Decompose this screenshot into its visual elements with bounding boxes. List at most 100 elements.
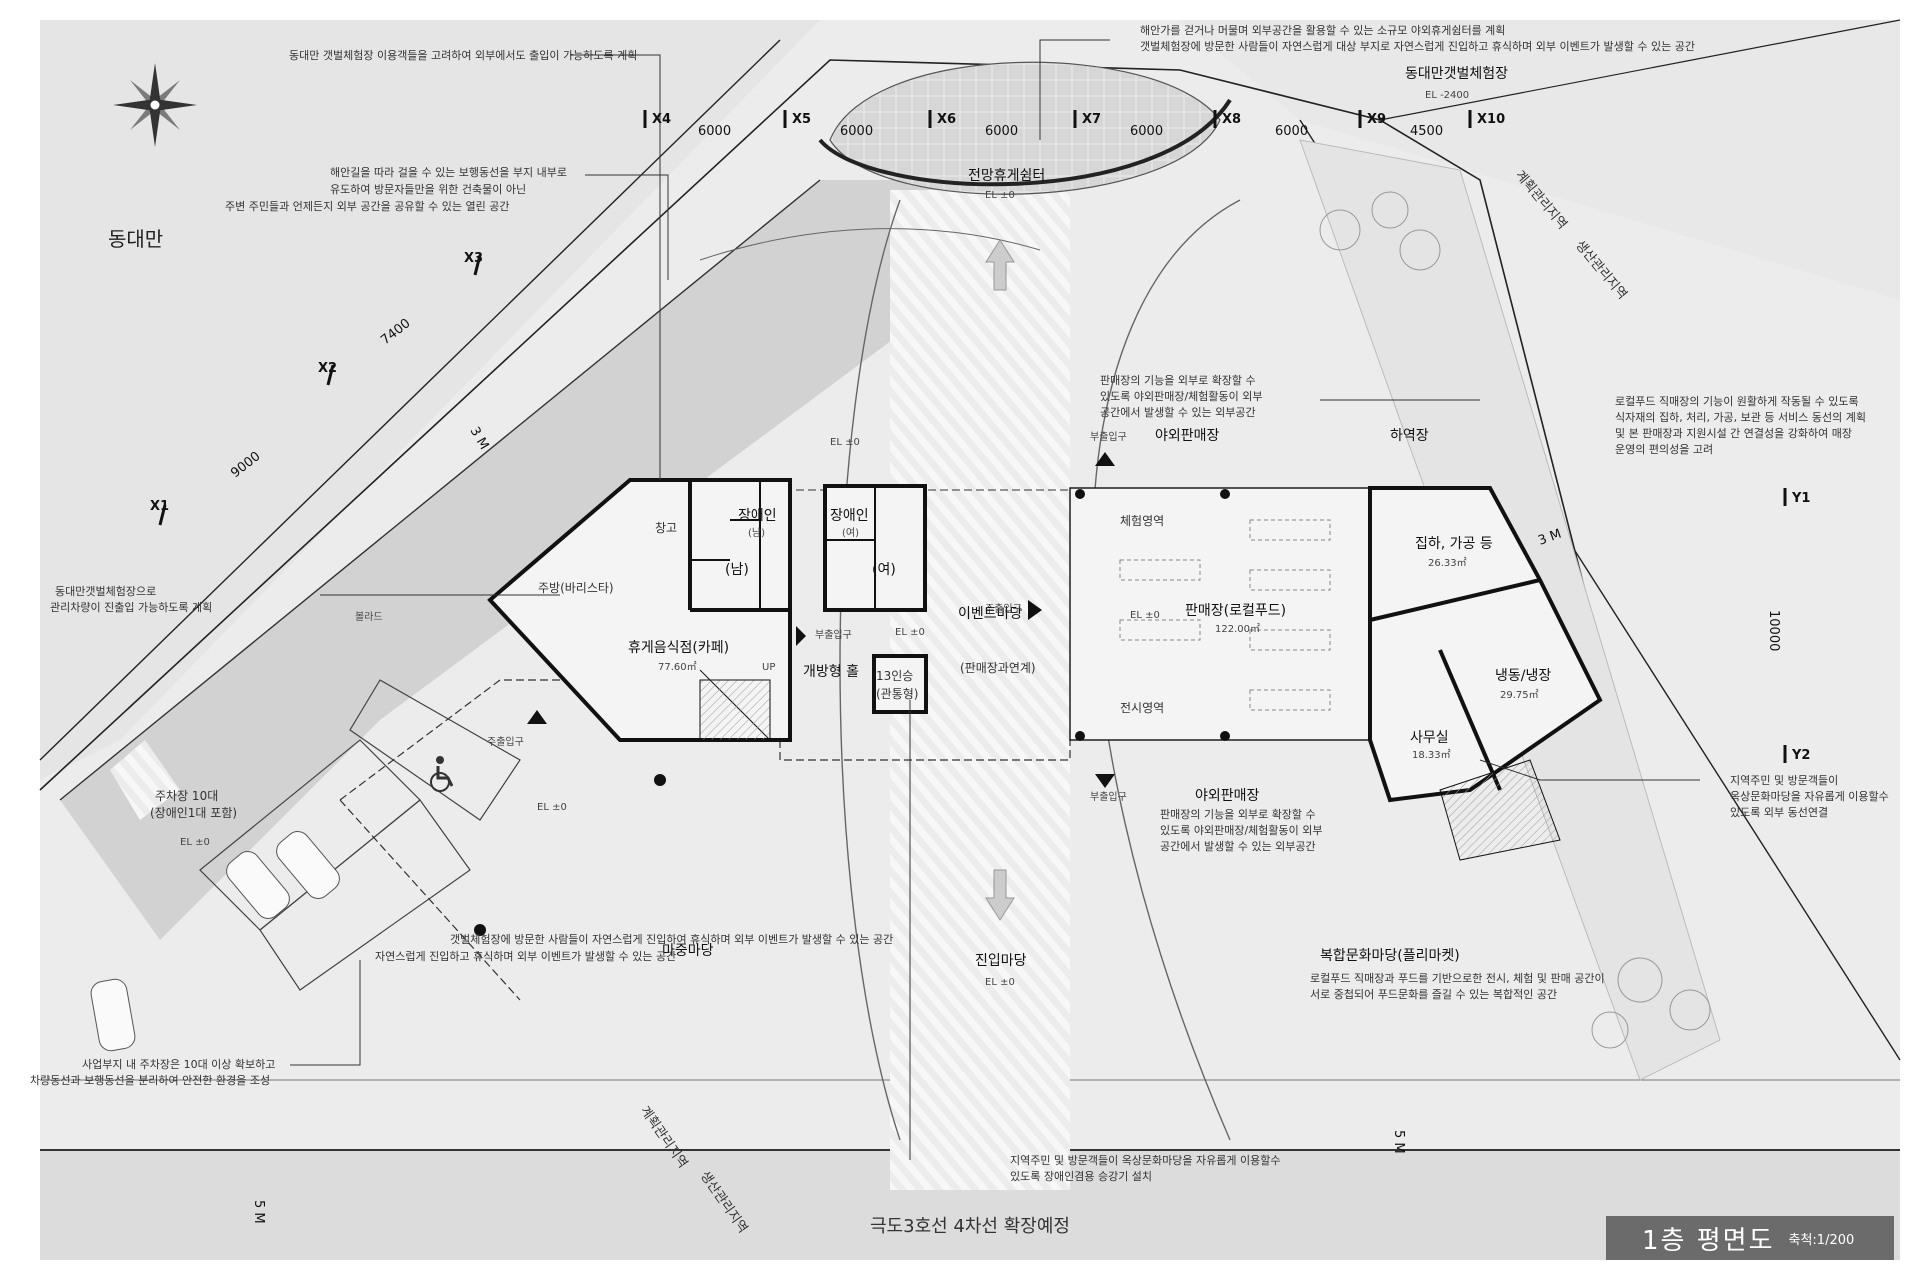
shop-area: 122.00㎡ — [1215, 623, 1260, 635]
columns — [474, 489, 1230, 936]
note-3a: 해안길을 따라 걸을 수 있는 보행동선을 부지 내부로 — [330, 165, 567, 179]
wc-female: (여) — [872, 562, 896, 578]
bay-water — [40, 20, 820, 780]
shelter-label: 전망휴게쉼터 — [968, 168, 1045, 184]
grid-x8: X8 — [1222, 112, 1241, 127]
mudflat-area — [1180, 20, 1900, 300]
note-7c: 있도록 외부 동선연결 — [1730, 806, 1828, 819]
disabled-wc-m-sub: (남) — [748, 527, 765, 539]
note-5b: 식자재의 집하, 처리, 가공, 보관 등 서비스 동선의 계획 — [1615, 410, 1866, 424]
building-right — [1069, 486, 1603, 861]
freezer-label: 냉동/냉장 — [1495, 668, 1551, 684]
grid-x7: X7 — [1082, 112, 1101, 127]
shelter-pavers — [829, 61, 1221, 195]
kitchen-label: 주방(바리스타) — [538, 581, 614, 595]
drawing-title: 1층 평면도 — [1642, 1225, 1775, 1256]
buffer-5m-left: 5 M — [251, 1200, 266, 1224]
sub-entrance-top: 부출입구 — [1090, 430, 1127, 443]
main-entrance-right: 주출입구 — [985, 602, 1022, 615]
mudflat-el: EL -2400 — [1425, 90, 1469, 101]
cafe-area: 77.60㎡ — [658, 661, 697, 673]
display-label: 전시영역 — [1120, 701, 1164, 715]
note-12a: 지역주민 및 방문객들이 옥상문화마당을 자유롭게 이용할수 — [1010, 1154, 1280, 1167]
note-2b: 갯벌체험장에 방문한 사람들이 자연스럽게 대상 부지로 자연스럽게 진입하고 … — [1140, 39, 1695, 53]
dim-x7-x8: 6000 — [1130, 124, 1163, 139]
main-entrance-left: 주출입구 — [487, 735, 524, 748]
axis-arrows — [985, 239, 1015, 921]
entrance-arrow-icon — [527, 452, 1115, 788]
loading-label: 하역장 — [1390, 428, 1429, 444]
note-8b: 있도록 야외판매장/체험활동이 외부 — [1160, 823, 1323, 837]
note-3c: 주변 주민들과 언제든지 외부 공간을 공유할 수 있는 열린 공간 — [225, 200, 509, 213]
el-plaza-left: EL ±0 — [830, 437, 860, 448]
note-12b: 있도록 장애인겸용 승강기 설치 — [1010, 1170, 1152, 1183]
experience-label: 체험영역 — [1120, 514, 1164, 528]
el-hall: EL ±0 — [895, 627, 925, 638]
dim-x5-x6: 6000 — [840, 124, 873, 139]
el-entry: EL ±0 — [985, 977, 1015, 988]
grid-x9: X9 — [1367, 112, 1386, 127]
el-plaza-mid: EL ±0 — [537, 802, 567, 813]
note-1: 동대만 갯벌체험장 이용객들을 고려하여 외부에서도 출입이 가능하도록 계획 — [289, 48, 637, 62]
wc-male: (남) — [725, 562, 749, 578]
freezer-area: 29.75㎡ — [1500, 689, 1539, 701]
note-5a: 로컬푸드 직매장의 기능이 원활하게 작동될 수 있도록 — [1615, 394, 1859, 408]
event-sub: (판매장과연계) — [960, 661, 1036, 675]
parking-sub: (장애인1대 포함) — [150, 806, 237, 820]
note-6a: 동대만갯벌체험장으로 — [55, 585, 156, 598]
note-10b: 서로 중첩되어 푸드문화를 즐길 수 있는 복합적인 공간 — [1310, 988, 1557, 1001]
grid-x6: X6 — [937, 112, 956, 127]
stair-up: UP — [762, 662, 775, 673]
el-parking: EL ±0 — [180, 837, 210, 848]
grid-x5: X5 — [792, 112, 811, 127]
grid-x10: X10 — [1477, 112, 1505, 127]
mudflat-label: 동대만갯벌체험장 — [1405, 66, 1508, 82]
building-left — [487, 478, 928, 742]
shelter-el: EL ±0 — [985, 190, 1015, 201]
elevator-label: 13인승 — [876, 669, 913, 683]
outdoor-market-label-2: 야외판매장 — [1195, 788, 1260, 804]
note-10a: 로컬푸드 직매장과 푸드를 기반으로한 전시, 체험 및 판매 공간이 — [1310, 972, 1605, 985]
open-hall-label: 개방형 홀 — [803, 664, 859, 680]
event-label: 이벤트마당 — [958, 606, 1023, 622]
gathering-label: 마중마당 — [662, 943, 714, 959]
storage-label: 창고 — [655, 521, 677, 535]
site-boundary — [39, 59, 1701, 1041]
grid-x2: X2 — [318, 361, 337, 376]
disabled-wc-f-sub: (여) — [842, 527, 859, 539]
north-arrow-icon — [113, 63, 197, 147]
dim-x9-x10: 4500 — [1410, 124, 1443, 139]
outdoor-market-label: 야외판매장 — [1155, 428, 1220, 444]
elevator-sub: (관통형) — [876, 687, 918, 701]
bay-label: 동대만 — [108, 227, 163, 251]
grid-y1: Y1 — [1791, 491, 1810, 506]
crosswalk — [110, 740, 180, 820]
note-4a: 판매장의 기능을 외부로 확장할 수 — [1100, 374, 1256, 387]
note-7b: 옥상문화마당을 자유롭게 이용할수 — [1730, 790, 1889, 803]
office-label: 사무실 — [1410, 730, 1449, 746]
drawing-title-block: 1층 평면도 축척:1/200 — [1606, 1216, 1894, 1260]
dim-y1-y2: 10000 — [1766, 610, 1781, 651]
parking-label: 주차장 10대 — [155, 789, 218, 803]
note-5d: 운영의 편의성을 고려 — [1615, 443, 1713, 456]
note-9b: 자연스럽게 진입하고 휴식하며 외부 이벤트가 발생할 수 있는 공간 — [375, 949, 676, 963]
cafe-label: 휴게음식점(카페) — [628, 640, 729, 656]
note-4c: 공간에서 발생할 수 있는 외부공간 — [1100, 406, 1256, 419]
shop-label: 판매장(로컬푸드) — [1185, 603, 1286, 619]
note-7a: 지역주민 및 방문객들이 — [1730, 774, 1838, 787]
sub-entrance-bottom: 부출입구 — [1090, 790, 1127, 803]
sub-entrance-left: 부출입구 — [815, 628, 852, 641]
note-8a: 판매장의 기능을 외부로 확장할 수 — [1160, 808, 1316, 821]
bollard-label: 볼라드 — [355, 611, 383, 623]
grid-x3: X3 — [464, 251, 483, 266]
car-icon — [90, 831, 340, 1052]
note-6b: 관리차량이 진출입 가능하도록 계획 — [50, 600, 212, 614]
note-8c: 공간에서 발생할 수 있는 외부공간 — [1160, 840, 1316, 853]
disabled-wc-m: 장애인 — [738, 508, 777, 524]
disabled-wc-f: 장애인 — [830, 508, 869, 524]
access-road — [60, 180, 1000, 940]
office-area: 18.33㎡ — [1412, 749, 1451, 761]
note-11a: 사업부지 내 주차장은 10대 이상 확보하고 — [82, 1057, 275, 1071]
grid-markers — [158, 110, 1787, 763]
